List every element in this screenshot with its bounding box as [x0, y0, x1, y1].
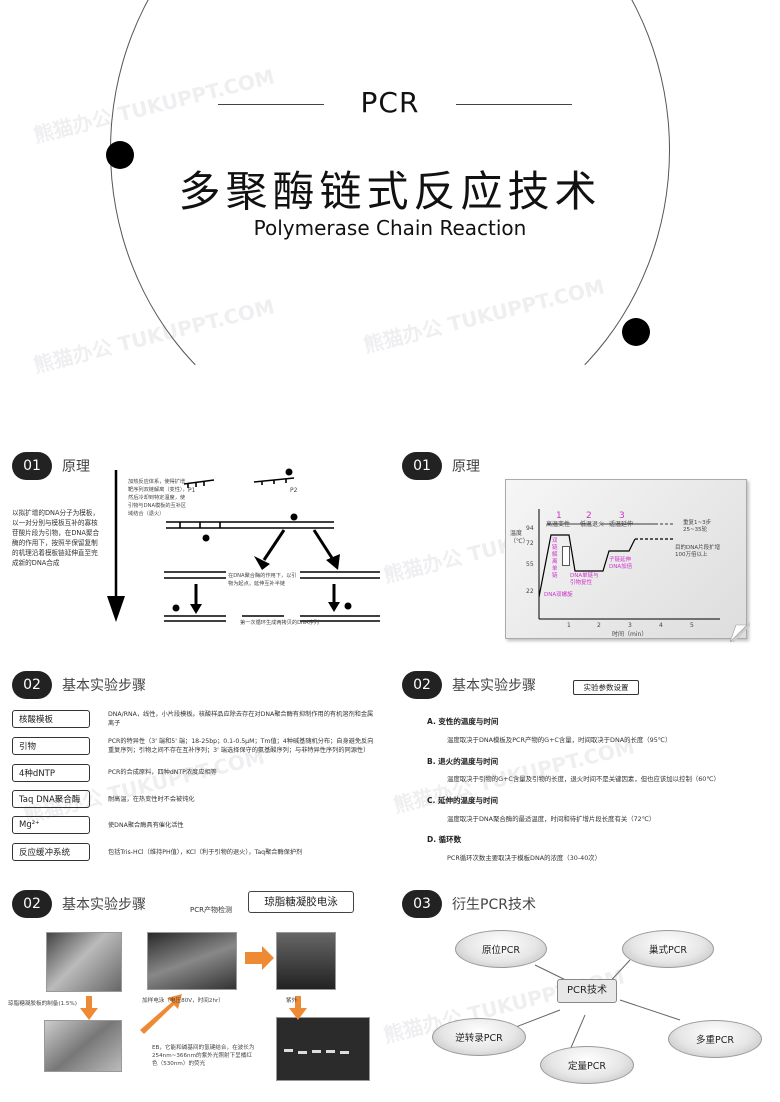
s3-step-template-desc: DNA/RNA，线性，小片段模板。核酸样品应除去存在对DNA聚合酶有抑制作用的有…	[108, 711, 374, 727]
s6-header: 03 衍生PCR技术	[402, 890, 536, 918]
s2-xtick-4: 4	[659, 622, 663, 629]
s4-item-b-head: B. 退火的温度与时间	[427, 757, 499, 766]
s1-header: 01 原理	[12, 452, 90, 480]
s3-step-buffer: 反应缓冲系统	[12, 843, 90, 861]
cover-line-right	[456, 104, 572, 105]
s5-caption-load: 加样电泳（电压80V，时间2hr）	[142, 998, 224, 1004]
s1-primer-p1: P1	[188, 487, 196, 494]
s2-annot-extend: 子链延伸DNA加倍	[609, 557, 633, 570]
s2-ytick-94: 94	[526, 525, 534, 532]
s6-node-multiplex: 多重PCR	[668, 1020, 762, 1058]
s3-step-polymerase: Taq DNA聚合酶	[12, 790, 90, 808]
s3-step-primer: 引物	[12, 737, 90, 755]
s5-tag: 琼脂糖凝胶电泳	[248, 891, 354, 913]
s2-xtick-3: 3	[628, 622, 632, 629]
s3-badge: 02	[12, 671, 52, 699]
s5-caption-eb: EB，它能和碱基间的氢键结合，在波长为254nm~366nm的紫外光照射下呈橘红…	[152, 1045, 255, 1067]
s4-badge: 02	[402, 671, 442, 699]
s1-note-cycle: 第一次循环生成两拷贝的DNA序列	[240, 620, 319, 626]
s6-center-node: PCR技术	[557, 979, 617, 1003]
s2-ylabel: 温度（℃）	[510, 530, 529, 545]
s2-step-num-2: 2	[586, 511, 592, 521]
s2-xtick-5: 5	[690, 622, 694, 629]
s4-item-a-head: A. 变性的温度与时间	[427, 717, 499, 726]
s3-title: 基本实验步骤	[62, 678, 146, 694]
s1-primer-p2: P2	[290, 487, 298, 494]
s2-repeat-note: 重复1~3步25~35轮	[683, 520, 712, 533]
s2-ytick-55: 55	[526, 561, 534, 568]
s1-note-denature: 加热反应体系，使得扩增靶序列双链解离（变性），然后冷却到特定温度，使引物与DNA…	[128, 479, 188, 517]
s6-node-insitu: 原位PCR	[455, 930, 547, 968]
s5-photo-loading	[147, 932, 237, 990]
s5-flow-arrows	[80, 946, 307, 1034]
cover-dot-left	[106, 141, 134, 169]
s2-annot-anneal-box	[562, 546, 570, 566]
s2-step-num-3: 3	[619, 511, 625, 521]
s4-item-c-head: C. 延伸的温度与时间	[427, 796, 498, 805]
s2-xtick-2: 2	[597, 622, 601, 629]
s3-step-polymerase-desc: 耐高温，在热变性时不会被钝化	[108, 796, 195, 803]
s3-header: 02 基本实验步骤	[12, 671, 146, 699]
s2-step-num-1: 1	[556, 511, 562, 521]
s6-title: 衍生PCR技术	[452, 897, 536, 913]
cover-line-left	[218, 104, 324, 105]
s5-subtitle: PCR产物检测	[190, 906, 232, 914]
s2-header: 01 原理	[402, 452, 480, 480]
s2-step-label-2: 低温退火	[580, 521, 605, 528]
s5-caption-uv: 紫外	[286, 998, 298, 1004]
s3-step-buffer-desc: 包括Tris-HCl（维持PH值），KCl（利于引物的退火），Taq聚合酶保护剂	[108, 849, 303, 856]
s5-title: 基本实验步骤	[62, 897, 146, 913]
s4-item-b-text: 温度取决于引物的G+C含量及引物的长度，退火时间不是关键因素，但也应该加以控制（…	[447, 775, 720, 783]
s4-item-a-text: 温度取决于DNA模板及PCR产物的G+C含量，时间取决于DNA的长度（95℃）	[447, 736, 672, 744]
s5-gel-bands	[284, 1049, 349, 1054]
s1-note-extend: 在DNA聚合酶的作用下，以引物为起点，延伸互补半链	[228, 573, 297, 587]
s5-photo-gel-tray	[46, 932, 122, 992]
s5-header: 02 基本实验步骤	[12, 890, 146, 918]
s6-node-rt: 逆转录PCR	[432, 1018, 526, 1056]
s4-tag: 实验参数设置	[573, 680, 639, 695]
s4-item-d-text: PCR循环次数主要取决于模板DNA的浓度（30-40次）	[447, 854, 602, 862]
s2-temperature-chart	[538, 509, 720, 620]
s1-badge: 01	[12, 452, 52, 480]
s2-ytick-22: 22	[526, 588, 534, 595]
s5-badge: 02	[12, 890, 52, 918]
cover-title-en: Polymerase Chain Reaction	[253, 216, 527, 240]
cover-title-zh: 多聚酶链式反应技术	[178, 167, 602, 216]
s3-step-mg-desc: 使DNA聚合酶具有催化活性	[108, 822, 184, 829]
s2-badge: 01	[402, 452, 442, 480]
s1-title: 原理	[62, 459, 90, 475]
s6-node-nested: 巢式PCR	[622, 930, 714, 968]
s5-caption-gel: 琼脂糖凝胶板的制备(1.5%)	[8, 1001, 77, 1007]
s2-ytick-72: 72	[526, 540, 534, 547]
s3-step-mg: Mg²⁺	[12, 816, 90, 834]
s5-photo-uv-device	[276, 932, 336, 990]
s2-annot-denature: 双链解离单链	[552, 538, 558, 579]
s4-item-c-text: 温度取决于DNA聚合酶的最适温度，时间和待扩增片段长度有关（72℃）	[447, 815, 656, 823]
s6-node-quant: 定量PCR	[540, 1046, 634, 1084]
s2-annot-dsdna: DNA双螺旋	[544, 592, 573, 598]
s3-step-dntp-desc: PCR的合成原料，四种dNTP浓度应相等	[108, 769, 217, 776]
s3-step-primer-desc: PCR的特异性（3' 端和5' 端；18-25bp；0.1-0.5μM；Tm值；…	[108, 738, 374, 754]
s2-xlabel: 时间（min）	[612, 631, 648, 638]
s2-annot-anneal: DNA单链与引物复性	[570, 573, 599, 586]
s1-principle-text: 以拟扩增的DNA分子为模板，以一对分别与模板互补的寡核苷酸片段为引物，在DNA聚…	[12, 509, 100, 567]
s5-photo-pipette	[44, 1020, 122, 1072]
s2-xtick-1: 1	[567, 622, 571, 629]
s2-step-label-1: 高温变性	[546, 521, 571, 528]
s3-step-dntp: 4种dNTP	[12, 764, 90, 782]
s4-item-d-head: D. 循环数	[427, 835, 462, 844]
s2-page-curl	[730, 622, 750, 642]
s3-step-template: 核酸模板	[12, 710, 90, 728]
cover-acronym: PCR	[360, 86, 420, 119]
s4-header: 02 基本实验步骤	[402, 671, 536, 699]
s2-result-note: 目的DNA片段扩增100万倍以上	[675, 545, 721, 558]
cover-dot-right	[622, 318, 650, 346]
s2-title: 原理	[452, 459, 480, 475]
s1-replication-diagram	[107, 468, 380, 622]
s6-badge: 03	[402, 890, 442, 918]
s4-title: 基本实验步骤	[452, 678, 536, 694]
s2-step-label-3: 适温延伸	[609, 521, 634, 528]
s2-chart-panel	[505, 479, 747, 639]
